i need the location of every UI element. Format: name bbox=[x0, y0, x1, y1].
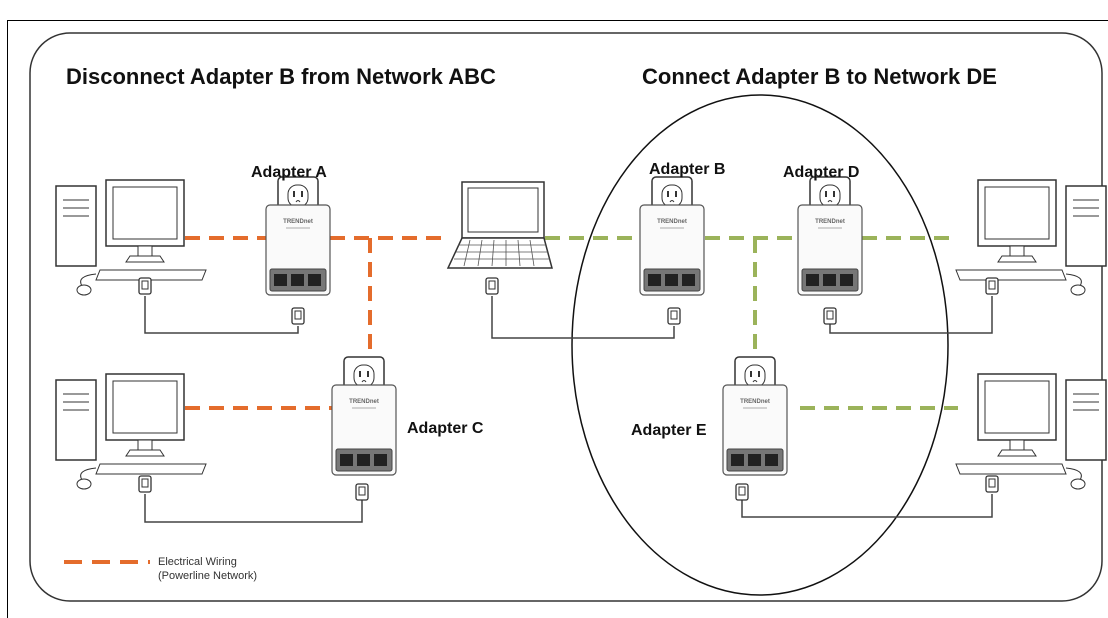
ethernet-plug-icon bbox=[355, 483, 369, 501]
cable-adapter-e-pc5 bbox=[741, 494, 993, 518]
network-de-wiring bbox=[545, 236, 958, 410]
ethernet-cables bbox=[144, 296, 993, 523]
adapter-e-icon bbox=[722, 356, 788, 476]
ethernet-plug-icon bbox=[735, 483, 749, 501]
network-abc-wiring bbox=[185, 236, 448, 410]
adapter-a-icon bbox=[265, 176, 331, 296]
desktop-computer-icon bbox=[55, 373, 207, 490]
desktop-computer-icon bbox=[956, 374, 1106, 489]
network-de-ellipse bbox=[571, 94, 949, 596]
ethernet-plug-icon bbox=[667, 307, 681, 325]
legend-line-1: Electrical Wiring bbox=[158, 556, 237, 568]
ethernet-plug-icon bbox=[485, 277, 499, 295]
title-disconnect: Disconnect Adapter B from Network ABC bbox=[66, 64, 496, 89]
ethernet-plug-icon bbox=[985, 475, 999, 493]
laptop-icon bbox=[446, 181, 553, 269]
label-adapter-d: Adapter D bbox=[783, 164, 860, 181]
frame-top-border bbox=[7, 20, 1108, 21]
cable-pc1-adapter-a bbox=[144, 296, 299, 334]
ethernet-plug-icon bbox=[823, 307, 837, 325]
ethernet-plug-icon bbox=[291, 307, 305, 325]
cable-laptop-adapter-b bbox=[491, 296, 675, 339]
desktop-computer-icon bbox=[55, 179, 207, 296]
adapter-c-icon bbox=[331, 356, 397, 476]
ethernet-plug-icon bbox=[138, 277, 152, 295]
adapter-d-icon bbox=[797, 176, 863, 296]
diagram-border bbox=[29, 32, 1103, 602]
label-adapter-a: Adapter A bbox=[251, 164, 327, 181]
cable-adapter-d-pc4 bbox=[829, 296, 993, 334]
label-adapter-b: Adapter B bbox=[649, 161, 726, 178]
cable-pc3-adapter-c bbox=[144, 494, 363, 523]
legend-label: Electrical Wiring (Powerline Network) bbox=[158, 555, 257, 583]
frame-left-border bbox=[7, 20, 8, 618]
adapter-b-icon bbox=[639, 176, 705, 296]
ethernet-plug-icon bbox=[138, 475, 152, 493]
legend-line-2: (Powerline Network) bbox=[158, 570, 258, 582]
label-adapter-e: Adapter E bbox=[631, 422, 707, 439]
desktop-computer-icon bbox=[956, 180, 1106, 295]
label-adapter-c: Adapter C bbox=[407, 420, 484, 437]
title-connect: Connect Adapter B to Network DE bbox=[642, 64, 997, 89]
ethernet-plug-icon bbox=[985, 277, 999, 295]
